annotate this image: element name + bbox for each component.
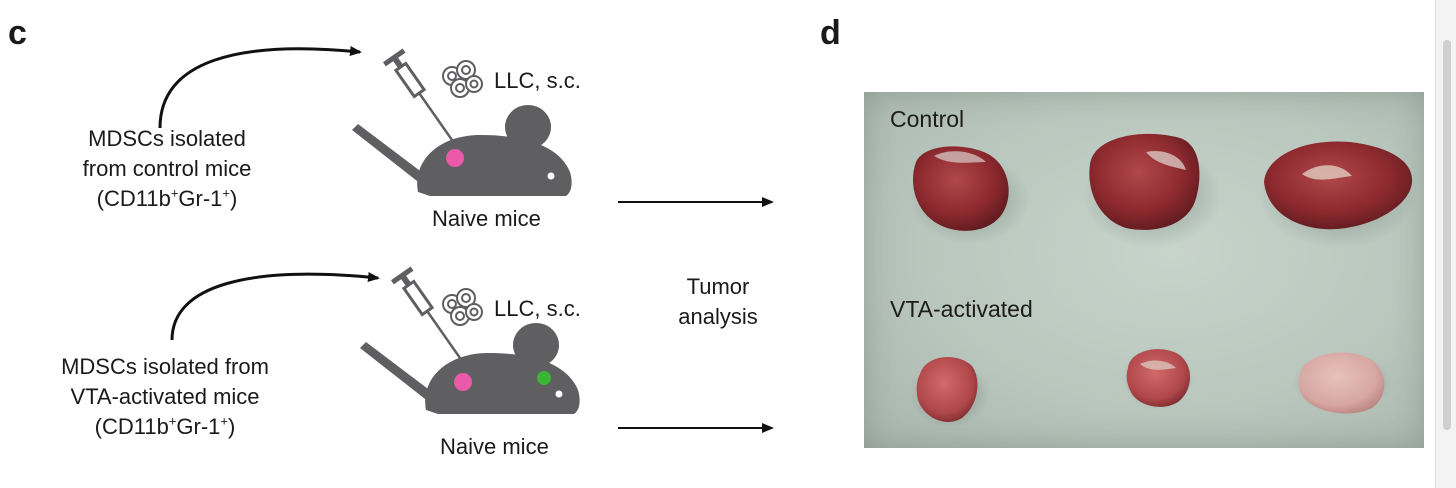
mouse-icon bbox=[352, 105, 572, 196]
tumor-specimen bbox=[916, 356, 978, 422]
source-label-vta: MDSCs isolated from VTA-activated mice (… bbox=[30, 352, 300, 442]
tumor-dot-icon bbox=[454, 373, 472, 391]
tumor-photo: Control VTA-activated bbox=[864, 92, 1424, 448]
injection-label: LLC, s.c. bbox=[494, 296, 581, 321]
outcome-label: Tumor analysis bbox=[678, 274, 758, 329]
source-line: MDSCs isolated bbox=[88, 126, 246, 151]
recipient-label: Naive mice bbox=[432, 206, 541, 231]
marker-line: (CD11b+Gr-1+) bbox=[94, 413, 236, 439]
cells-icon bbox=[442, 60, 483, 98]
recipient-label: Naive mice bbox=[440, 434, 549, 459]
panel-letter-c: c bbox=[8, 14, 27, 52]
cells-icon bbox=[442, 288, 483, 326]
source-line: from control mice bbox=[82, 156, 252, 181]
group-label-vta: VTA-activated bbox=[890, 296, 1033, 322]
tumor-specimen bbox=[1089, 133, 1200, 230]
tumor-specimens bbox=[910, 133, 1418, 428]
tumor-specimen bbox=[912, 146, 1009, 231]
curved-arrow-icon bbox=[158, 46, 362, 129]
tumor-specimen bbox=[1264, 141, 1413, 230]
source-line: VTA-activated mice bbox=[70, 384, 260, 409]
syringe-icon bbox=[390, 266, 463, 361]
mouse-icon bbox=[360, 323, 580, 414]
group-label-control: Control bbox=[890, 106, 965, 132]
source-label-control: MDSCs isolated from control mice (CD11b+… bbox=[52, 124, 282, 214]
scrollbar-thumb[interactable] bbox=[1443, 40, 1451, 430]
tumor-specimen bbox=[1298, 352, 1385, 414]
injection-label: LLC, s.c. bbox=[494, 68, 581, 93]
panel-letter-d: d bbox=[820, 14, 841, 52]
source-line: MDSCs isolated from bbox=[61, 354, 269, 379]
tumor-specimen bbox=[1126, 349, 1190, 407]
tumor-dot-icon bbox=[446, 149, 464, 167]
schematic-diagram bbox=[158, 46, 774, 433]
curved-arrow-icon bbox=[170, 272, 380, 341]
marker-line: (CD11b+Gr-1+) bbox=[96, 185, 238, 211]
green-dot-icon bbox=[537, 371, 551, 385]
syringe-icon bbox=[382, 48, 455, 143]
